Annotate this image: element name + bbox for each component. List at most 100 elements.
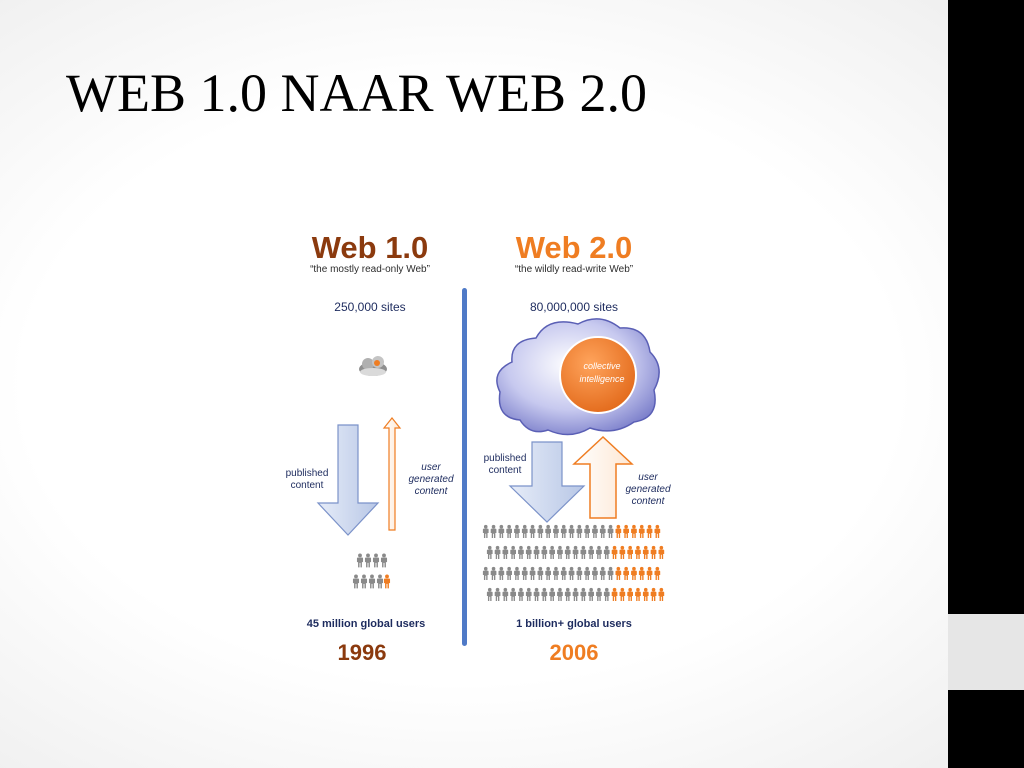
person-icon xyxy=(642,587,649,601)
person-icon xyxy=(557,587,563,601)
person-icon xyxy=(658,545,665,559)
person-icon xyxy=(627,587,633,601)
person-icon xyxy=(588,587,594,601)
person-icon xyxy=(380,553,388,568)
person-icon xyxy=(529,524,536,538)
person-icon xyxy=(533,587,540,601)
person-icon xyxy=(494,545,501,559)
down-arrow-icon xyxy=(316,424,380,536)
person-icon xyxy=(580,545,587,559)
person-icon xyxy=(646,566,653,580)
person-icon xyxy=(635,587,641,601)
person-icon xyxy=(364,553,372,568)
person-icon xyxy=(568,524,575,538)
person-icon xyxy=(518,587,524,601)
web2-title: Web 2.0 xyxy=(515,230,633,265)
person-icon xyxy=(502,545,509,559)
person-icon xyxy=(607,566,614,580)
person-icon xyxy=(360,574,368,589)
small-cloud-icon xyxy=(359,356,387,376)
person-icon xyxy=(584,566,590,580)
person-icon xyxy=(533,545,540,559)
era-divider-line xyxy=(462,288,467,646)
person-icon xyxy=(490,566,497,580)
person-icon xyxy=(654,524,661,538)
person-icon xyxy=(545,524,551,538)
person-icon xyxy=(549,545,555,559)
web2-user-generated-label: user generated content xyxy=(625,472,671,507)
person-icon xyxy=(642,545,649,559)
person-icon xyxy=(383,574,391,589)
person-icon xyxy=(599,524,606,538)
person-icon xyxy=(498,524,505,538)
person-icon xyxy=(650,545,657,559)
web1-title: Web 1.0 xyxy=(311,230,429,265)
person-icon xyxy=(635,545,641,559)
person-icon xyxy=(638,524,645,538)
person-icon xyxy=(572,587,579,601)
person-icon xyxy=(650,587,657,601)
person-icon xyxy=(525,545,532,559)
person-icon xyxy=(514,524,520,538)
person-icon xyxy=(510,587,516,601)
person-icon xyxy=(553,566,559,580)
person-icon xyxy=(619,545,626,559)
person-icon xyxy=(482,524,489,538)
person-icon xyxy=(611,587,618,601)
person-icon xyxy=(368,574,376,589)
person-icon xyxy=(541,587,548,601)
person-icon xyxy=(486,587,493,601)
person-icon xyxy=(638,566,645,580)
person-icon xyxy=(498,566,505,580)
person-icon xyxy=(557,545,563,559)
up-arrow-icon xyxy=(572,435,634,519)
person-icon xyxy=(352,574,360,589)
person-icon xyxy=(654,566,661,580)
person-icon xyxy=(623,566,629,580)
web2-sites-count: 80,000,000 sites xyxy=(529,300,619,314)
person-icon xyxy=(596,545,602,559)
web2-year: 2006 xyxy=(549,640,599,665)
person-icon xyxy=(482,566,489,580)
collective-intelligence-circle xyxy=(559,336,637,414)
person-icon xyxy=(646,524,653,538)
person-icon xyxy=(572,545,579,559)
person-icon xyxy=(506,524,512,538)
person-icon xyxy=(599,566,606,580)
person-icon xyxy=(518,545,524,559)
person-icon xyxy=(502,587,509,601)
web1-user-generated-label: user generated content xyxy=(408,462,454,497)
slide-title: WEB 1.0 NAAR WEB 2.0 xyxy=(66,63,647,123)
person-icon xyxy=(494,587,501,601)
web1-year: 1996 xyxy=(337,640,387,665)
person-icon xyxy=(580,587,587,601)
person-icon xyxy=(564,545,571,559)
person-icon xyxy=(356,553,364,568)
person-icon xyxy=(576,524,583,538)
person-icon xyxy=(537,566,544,580)
person-icon xyxy=(584,524,590,538)
person-icon xyxy=(603,545,610,559)
person-icon xyxy=(576,566,583,580)
collective-intelligence-label: collective intelligence xyxy=(579,361,625,384)
person-icon xyxy=(372,553,380,568)
person-icon xyxy=(376,574,384,589)
web2-header: Web 2.0 “the wildly read-write Web” xyxy=(484,228,664,275)
person-icon xyxy=(611,545,618,559)
person-icon xyxy=(631,566,637,580)
person-icon xyxy=(506,566,512,580)
web2-tagline: “the wildly read-write Web” xyxy=(514,264,634,275)
down-arrow-icon xyxy=(508,441,586,523)
person-icon xyxy=(658,587,665,601)
person-icon xyxy=(627,545,633,559)
person-icon xyxy=(596,587,602,601)
person-icon xyxy=(537,524,544,538)
person-icon xyxy=(510,545,516,559)
person-icon xyxy=(603,587,610,601)
person-icon xyxy=(592,566,598,580)
web1-tagline: “the mostly read-only Web” xyxy=(310,264,430,275)
person-icon xyxy=(631,524,637,538)
person-icon xyxy=(514,566,520,580)
person-icon xyxy=(525,587,532,601)
